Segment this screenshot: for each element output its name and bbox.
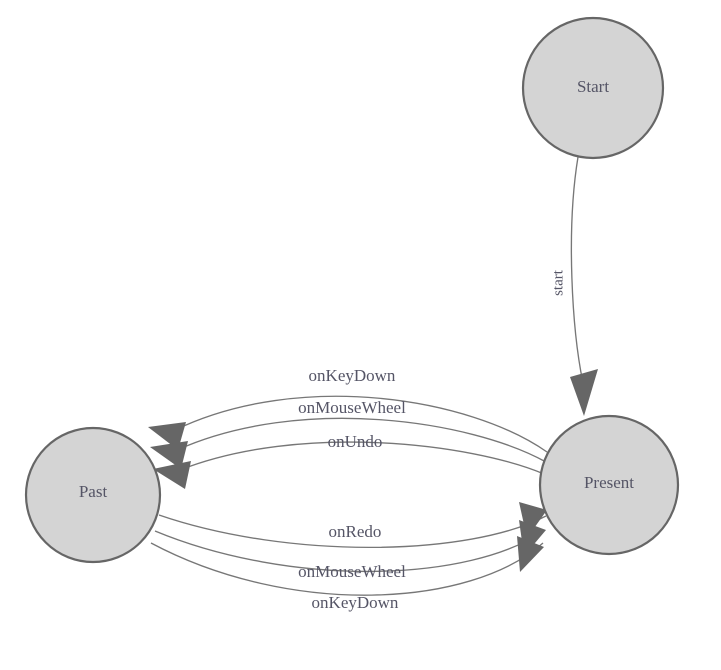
edge-path-start-to-present: [570, 156, 584, 384]
node-start-circle: [521, 16, 665, 160]
node-past[interactable]: Past: [24, 426, 162, 564]
node-present-circle: [538, 414, 680, 556]
arrow-head-present-to-past-2: [150, 441, 188, 469]
edge-label-start-to-present: start: [550, 269, 566, 296]
node-past-circle: [24, 426, 162, 564]
edge-label-past-to-present-2: onMouseWheel: [298, 562, 406, 581]
edge-path-past-to-present-1: [158, 514, 547, 549]
edge-past-to-present-1[interactable]: onRedo: [158, 502, 547, 549]
edge-path-past-to-present-2: [154, 529, 546, 573]
node-present[interactable]: Present: [538, 414, 680, 556]
edge-present-to-past-3[interactable]: onUndo: [153, 432, 545, 489]
edge-past-to-present-3[interactable]: onKeyDown: [150, 536, 544, 612]
node-start[interactable]: Start: [521, 16, 665, 160]
arrow-head-present-to-past-3: [153, 461, 191, 489]
edge-label-present-to-past-2: onMouseWheel: [298, 398, 406, 417]
node-start-label: Start: [577, 77, 609, 96]
node-present-label: Present: [584, 473, 634, 492]
edge-label-present-to-past-1: onKeyDown: [309, 366, 396, 385]
edge-path-present-to-past-1: [174, 395, 548, 453]
edge-path-present-to-past-2: [176, 417, 547, 463]
edge-present-to-past-2[interactable]: onMouseWheel: [150, 398, 547, 469]
edge-start-to-present[interactable]: start: [550, 156, 598, 416]
node-past-label: Past: [79, 482, 108, 501]
edge-label-present-to-past-3: onUndo: [328, 432, 383, 451]
arrow-head-past-to-present-3: [517, 536, 544, 572]
edge-label-past-to-present-1: onRedo: [329, 522, 382, 541]
edge-path-present-to-past-3: [179, 441, 545, 475]
arrow-head-start-to-present: [570, 369, 598, 416]
edge-label-past-to-present-3: onKeyDown: [312, 593, 399, 612]
edge-path-past-to-present-3: [150, 542, 544, 596]
